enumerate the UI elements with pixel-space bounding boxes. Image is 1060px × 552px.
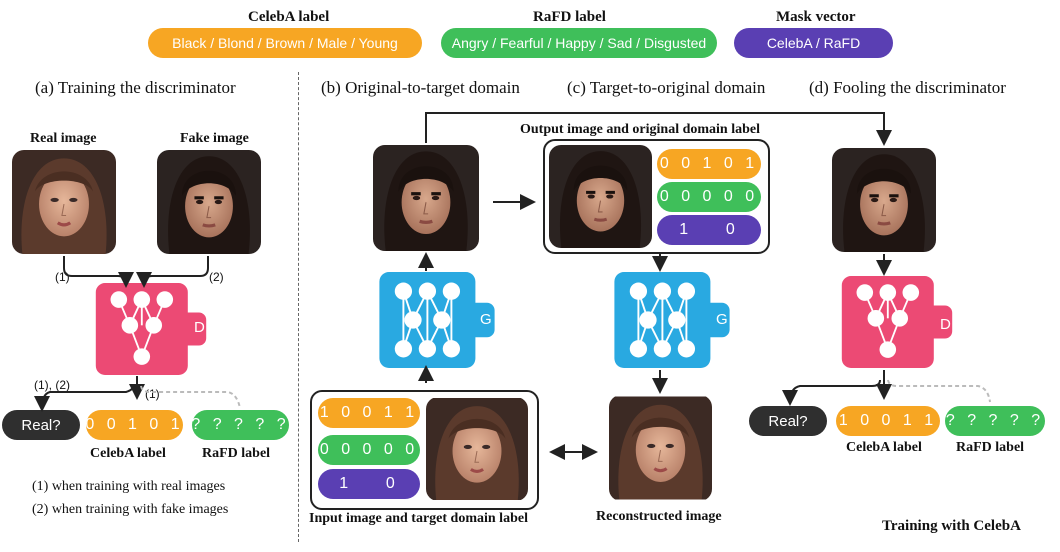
note-fake-images: (2) when training with fake images: [32, 502, 229, 517]
training-footer: Training with CelebA: [882, 518, 1021, 534]
reconstructed-caption: Reconstructed image: [596, 509, 722, 524]
note-real-images: (1) when training with real images: [32, 479, 226, 494]
rafd-label-caption-d: RaFD label: [956, 440, 1025, 455]
panel-divider: [298, 72, 299, 542]
celeba-label-values: Black / Blond / Brown / Male / Young: [148, 28, 422, 58]
output-mask-vector: 1 0: [657, 215, 761, 245]
rafd-label-vector-d: ? ? ? ? ?: [945, 406, 1045, 436]
celeba-label-caption-d: CelebA label: [846, 440, 922, 455]
panel-a-title: (a) Training the discriminator: [35, 78, 236, 97]
discriminator-d-label-d: D: [940, 316, 951, 333]
rafd-label-title: RaFD label: [533, 9, 606, 25]
input-mask-vector: 1 0: [318, 469, 420, 499]
arrow-2-label: (2): [209, 270, 224, 284]
input-target-vector-celeba: 1 0 0 1 1: [318, 398, 420, 428]
generator-g-label-b: G: [480, 311, 492, 328]
mask-vector-values: CelebA / RaFD: [734, 28, 893, 58]
real-image-label: Real image: [30, 131, 97, 146]
mask-vector-title: Mask vector: [776, 9, 856, 25]
output-original-vector-celeba: 0 0 1 0 1: [657, 149, 761, 179]
celeba-label-title: CelebA label: [248, 9, 330, 25]
input-box: [310, 390, 539, 510]
celeba-label-caption: CelebA label: [90, 446, 166, 461]
discriminator-d-label: D: [194, 319, 205, 336]
celeba-label-vector: 0 0 1 0 1: [85, 410, 183, 440]
input-caption: Input image and target domain label: [309, 511, 528, 526]
rafd-label-caption: RaFD label: [202, 446, 271, 461]
generator-g-label-c: G: [716, 311, 728, 328]
output-original-vector-rafd: 0 0 0 0 0: [657, 182, 761, 212]
celeba-label-vector-d: 1 0 0 1 1: [836, 406, 940, 436]
rafd-label-values: Angry / Fearful / Happy / Sad / Disguste…: [441, 28, 717, 58]
input-target-vector-rafd: 0 0 0 0 0: [318, 435, 420, 465]
output-arrow-label-1-2: (1), (2): [34, 378, 70, 392]
output-box: [543, 139, 770, 254]
output-caption: Output image and original domain label: [520, 122, 760, 137]
rafd-label-vector: ? ? ? ? ?: [191, 410, 289, 440]
panel-d-title: (d) Fooling the discriminator: [809, 78, 1006, 97]
output-arrow-label-1: (1): [145, 387, 160, 401]
real-question-badge: Real?: [2, 410, 80, 440]
panel-b-title: (b) Original-to-target domain: [321, 78, 520, 97]
panel-c-title: (c) Target-to-original domain: [567, 78, 766, 97]
fake-image-label: Fake image: [180, 131, 249, 146]
real-question-badge-d: Real?: [749, 406, 827, 436]
